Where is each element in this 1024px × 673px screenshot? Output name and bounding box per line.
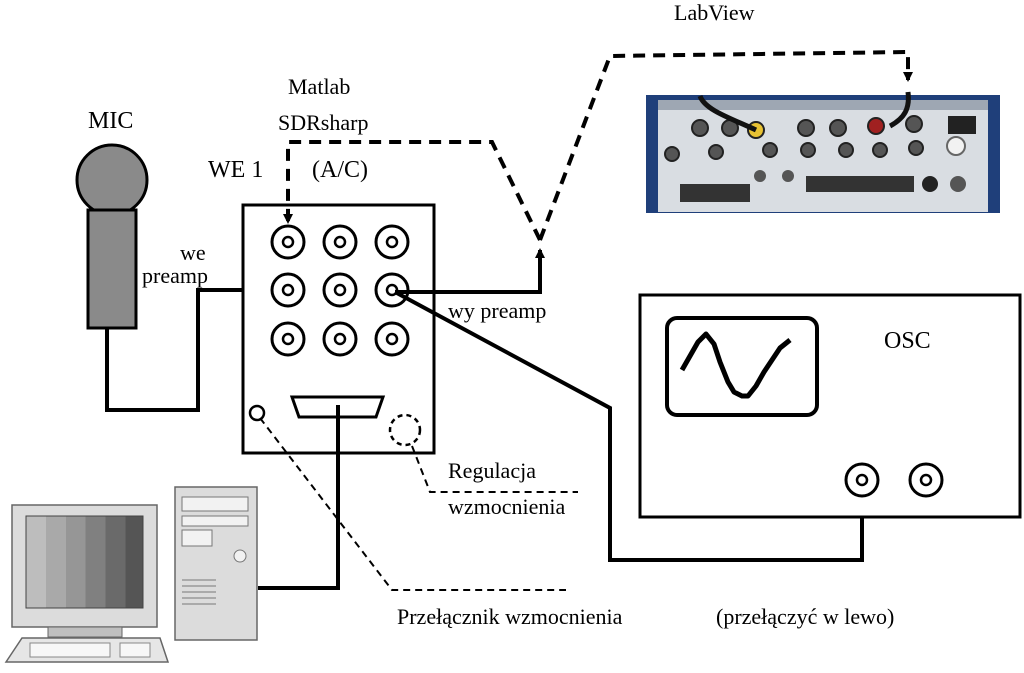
we1-label: WE 1	[208, 157, 263, 183]
we-label: we	[180, 240, 206, 265]
gain-switch-knob	[248, 404, 266, 422]
labview-label: LabView	[674, 0, 755, 25]
wzmocnienia-label: wzmocnienia	[448, 494, 566, 519]
matlab-label: Matlab	[288, 74, 350, 99]
connector-r1c3	[374, 224, 410, 260]
connector-r2c1	[270, 272, 306, 308]
oscilloscope-screen	[665, 316, 819, 417]
labview-dashed-path	[538, 49, 913, 241]
mic-cable	[105, 285, 272, 412]
ac-label: (A/C)	[312, 157, 368, 183]
oscilloscope	[638, 293, 1022, 519]
preamp-label: preamp	[142, 263, 208, 288]
mic-label: MIC	[88, 108, 133, 134]
connector-r2c2	[322, 272, 358, 308]
wy-preamp-label: wy preamp	[448, 298, 546, 323]
gain-regulation-knob	[388, 413, 422, 447]
connector-r1c2	[322, 224, 358, 260]
regulacja-label: Regulacja	[448, 458, 536, 483]
switch-leader	[259, 417, 566, 591]
daq-device	[646, 91, 1000, 213]
computer-icon	[4, 486, 258, 663]
przelacznik-label: Przełącznik wzmocnienia	[397, 604, 623, 629]
connector-r3c1	[270, 321, 306, 357]
connector-r3c2	[322, 321, 358, 357]
connector-r3c3	[374, 321, 410, 357]
osc-label: OSC	[884, 328, 931, 354]
microphone-icon	[75, 143, 149, 330]
przelaczyc-label: (przełączyć w lewo)	[716, 604, 894, 629]
osc-input-connector-1	[844, 462, 880, 498]
regulation-leader	[411, 445, 578, 493]
computer-cable	[258, 405, 340, 590]
osc-input-connector-2	[908, 462, 944, 498]
preamp-output-cable	[395, 248, 545, 294]
waveform-trace	[679, 331, 792, 399]
software-dashed-path	[283, 140, 542, 241]
connector-r1c1	[270, 224, 306, 260]
sdrsharp-label: SDRsharp	[278, 110, 368, 135]
osc-cable	[394, 290, 867, 562]
